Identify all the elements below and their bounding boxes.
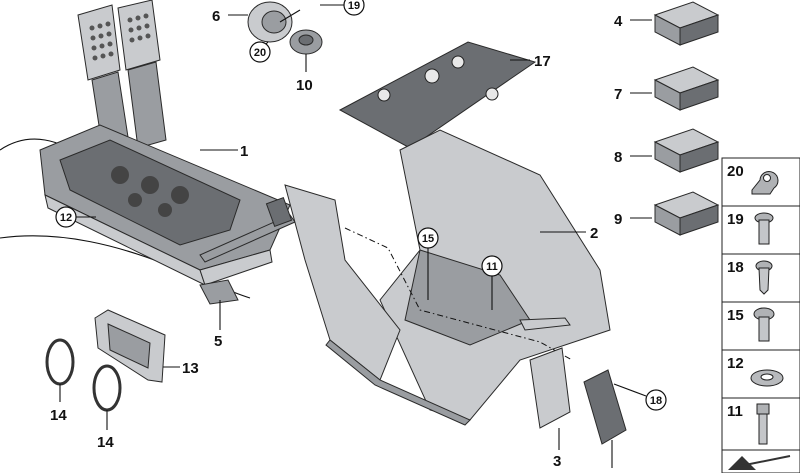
callout-14-left: 14 [50, 407, 67, 424]
panel-label-11: 11 [727, 403, 743, 420]
callout-3: 3 [553, 453, 561, 470]
pedal-box-assembly [0, 0, 296, 305]
callout-16: 16 [604, 470, 621, 473]
sensor-group [247, 1, 323, 62]
screw-18-icon [755, 260, 773, 295]
panel-label-19: 19 [727, 211, 744, 228]
box-4 [653, 1, 720, 46]
panel-label-12: 12 [727, 355, 744, 372]
callout-15: 15 [422, 233, 434, 245]
callout-5: 5 [214, 333, 222, 350]
box-8 [653, 128, 720, 173]
callout-9: 9 [614, 211, 622, 228]
screw-15-icon [753, 307, 775, 342]
callout-8: 8 [614, 149, 622, 166]
part-13-bracket [94, 309, 166, 383]
callout-6: 6 [212, 8, 220, 25]
callout-12: 12 [60, 212, 72, 224]
callout-20: 20 [254, 47, 266, 59]
leader-lines [59, 4, 652, 468]
callout-18: 18 [650, 395, 662, 407]
callout-11: 11 [486, 261, 498, 273]
number-callouts: 1 2 3 4 5 6 7 8 9 10 13 14 14 16 17 [50, 8, 623, 473]
callout-7: 7 [614, 86, 622, 103]
screw-19-icon [754, 212, 774, 245]
callout-17: 17 [534, 53, 551, 70]
panel-label-15: 15 [727, 307, 744, 324]
callout-13: 13 [182, 360, 199, 377]
floor-plate [338, 41, 537, 149]
callout-1: 1 [240, 143, 248, 160]
circle-callouts: 19 20 12 15 11 18 [55, 0, 667, 411]
callout-19: 19 [348, 0, 360, 12]
bolt-11-icon [756, 403, 770, 445]
kit-boxes [653, 1, 720, 236]
panel-label-18: 18 [727, 259, 744, 276]
callout-10: 10 [296, 77, 313, 94]
part-3-and-16 [529, 347, 627, 445]
callout-4: 4 [614, 13, 623, 30]
box-7 [653, 66, 720, 111]
clip-20-icon [751, 171, 779, 195]
box-9 [653, 191, 720, 236]
arrow-tool-icon [728, 455, 791, 470]
small-parts-panel: 20 19 18 15 12 11 [721, 157, 800, 473]
callout-14-right: 14 [97, 434, 114, 451]
callout-2: 2 [590, 225, 598, 242]
washer-12-icon [750, 369, 784, 387]
panel-label-20: 20 [727, 163, 744, 180]
